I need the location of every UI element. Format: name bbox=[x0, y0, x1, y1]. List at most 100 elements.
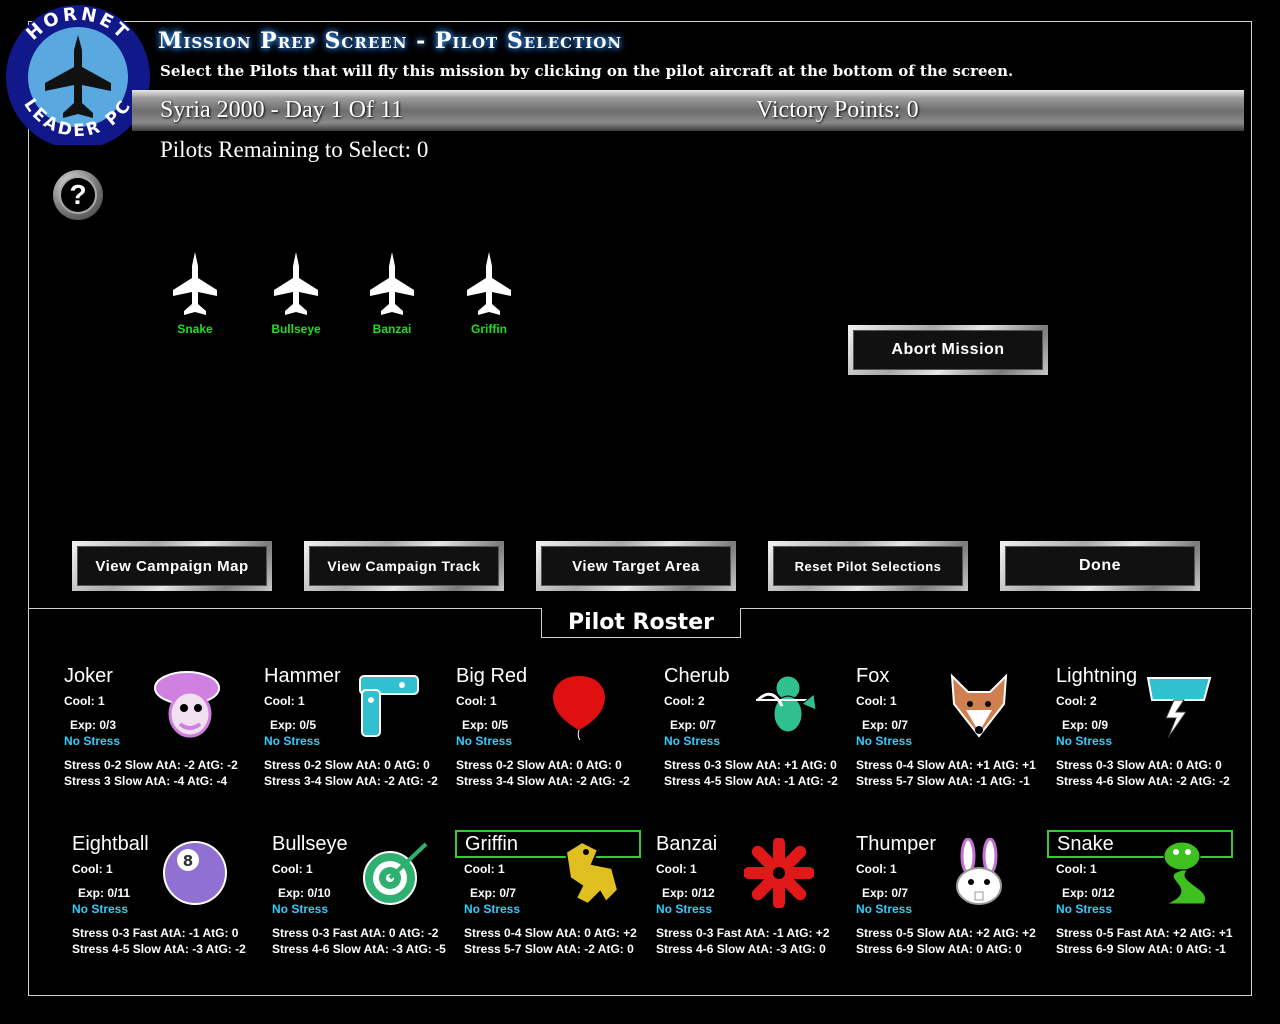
pilot-experience: Exp: 0/9 bbox=[1062, 718, 1109, 732]
selected-pilot-aircraft[interactable]: Snake bbox=[155, 252, 235, 336]
rabbit-icon bbox=[944, 837, 1014, 908]
pilot-cool: Cool: 1 bbox=[856, 694, 897, 708]
pilot-stress-line-2: Stress 5-7 Slow AtA: -2 AtG: 0 bbox=[464, 942, 634, 956]
screen-frame bbox=[28, 21, 1252, 996]
pilot-stress-state: No Stress bbox=[264, 734, 321, 748]
rising-sun-icon bbox=[743, 837, 815, 909]
lightning-icon bbox=[1144, 670, 1214, 740]
pilot-stress-line-1: Stress 0-2 Slow AtA: 0 AtG: 0 bbox=[264, 758, 430, 772]
view-target-area-button[interactable]: View Target Area bbox=[536, 541, 736, 591]
view-campaign-track-button[interactable]: View Campaign Track bbox=[304, 541, 504, 591]
reset-pilot-selections-label: Reset Pilot Selections bbox=[773, 546, 963, 586]
pilot-stress-line-1: Stress 0-5 Slow AtA: +2 AtG: +2 bbox=[856, 926, 1036, 940]
pilot-stress-line-2: Stress 3 Slow AtA: -4 AtG: -4 bbox=[64, 774, 228, 788]
pilot-stress-state: No Stress bbox=[1056, 902, 1113, 916]
pilot-stress-line-1: Stress 0-3 Slow AtA: +1 AtG: 0 bbox=[664, 758, 837, 772]
pilot-cool: Cool: 2 bbox=[1056, 694, 1097, 708]
pilot-stress-state: No Stress bbox=[272, 902, 329, 916]
pilot-stress-line-2: Stress 4-5 Slow AtA: -3 AtG: -2 bbox=[72, 942, 246, 956]
pilot-name: Big Red bbox=[456, 665, 528, 687]
pilot-name: Lightning bbox=[1056, 665, 1138, 687]
target-icon bbox=[360, 838, 430, 908]
pilot-stress-line-1: Stress 0-3 Slow AtA: 0 AtG: 0 bbox=[1056, 758, 1222, 772]
fighter-jet-icon bbox=[467, 252, 511, 315]
pilot-stress-state: No Stress bbox=[64, 734, 121, 748]
pilot-stress-line-2: Stress 4-6 Slow AtA: -3 AtG: 0 bbox=[656, 942, 826, 956]
done-button[interactable]: Done bbox=[1000, 541, 1200, 591]
pilot-experience: Exp: 0/10 bbox=[278, 886, 331, 900]
fox-icon bbox=[944, 670, 1014, 740]
pilots-remaining: Pilots Remaining to Select: 0 bbox=[160, 137, 429, 162]
balloon-icon bbox=[544, 670, 614, 741]
joker-icon bbox=[152, 670, 222, 740]
help-button[interactable]: ? bbox=[53, 170, 103, 220]
pilot-name: Thumper bbox=[856, 833, 937, 855]
pilot-experience: Exp: 0/7 bbox=[862, 886, 909, 900]
page-title: Mission Prep Screen - Pilot Selection bbox=[158, 28, 623, 54]
pilot-experience: Exp: 0/7 bbox=[670, 718, 717, 732]
selected-pilot-name: Bullseye bbox=[271, 322, 321, 336]
selected-pilot-aircraft[interactable]: Griffin bbox=[449, 252, 529, 336]
campaign-day: Syria 2000 - Day 1 Of 11 bbox=[160, 97, 404, 123]
selected-pilot-name: Banzai bbox=[372, 322, 412, 336]
pilot-stress-line-1: Stress 0-4 Slow AtA: 0 AtG: +2 bbox=[464, 926, 637, 940]
pilot-stress-line-2: Stress 4-6 Slow AtA: -2 AtG: -2 bbox=[1056, 774, 1230, 788]
pilot-experience: Exp: 0/3 bbox=[70, 718, 117, 732]
view-campaign-map-button[interactable]: View Campaign Map bbox=[72, 541, 272, 591]
hammer-icon bbox=[352, 670, 422, 740]
pilot-cool: Cool: 2 bbox=[664, 694, 705, 708]
pilot-cool: Cool: 1 bbox=[1056, 862, 1097, 876]
pilot-cool: Cool: 1 bbox=[456, 694, 497, 708]
view-target-area-label: View Target Area bbox=[541, 546, 731, 586]
pilot-stress-line-2: Stress 4-6 Slow AtA: -3 AtG: -5 bbox=[272, 942, 446, 956]
selected-pilot-aircraft[interactable]: Banzai bbox=[352, 252, 432, 336]
pilot-cool: Cool: 1 bbox=[856, 862, 897, 876]
pilot-experience: Exp: 0/7 bbox=[862, 718, 909, 732]
pilot-stress-line-1: Stress 0-5 Fast AtA: +2 AtG: +1 bbox=[1056, 926, 1233, 940]
pilot-experience: Exp: 0/12 bbox=[1062, 886, 1115, 900]
pilot-stress-line-2: Stress 5-7 Slow AtA: -1 AtG: -1 bbox=[856, 774, 1030, 788]
pilot-cool: Cool: 1 bbox=[656, 862, 697, 876]
question-icon: ? bbox=[59, 176, 97, 214]
abort-mission-label: Abort Mission bbox=[853, 330, 1043, 370]
pilot-stress-state: No Stress bbox=[72, 902, 129, 916]
svg-text:8: 8 bbox=[183, 852, 193, 870]
pilot-name: Eightball bbox=[72, 833, 149, 855]
fighter-jet-icon bbox=[370, 252, 414, 315]
campaign-banner: Syria 2000 - Day 1 Of 11 Victory Points:… bbox=[132, 90, 1244, 131]
pilot-stress-line-2: Stress 6-9 Slow AtA: 0 AtG: -1 bbox=[1056, 942, 1226, 956]
pilot-name: Banzai bbox=[656, 833, 718, 855]
view-campaign-map-label: View Campaign Map bbox=[77, 546, 267, 586]
pilot-experience: Exp: 0/5 bbox=[270, 718, 317, 732]
pilot-stress-line-1: Stress 0-4 Slow AtA: +1 AtG: +1 bbox=[856, 758, 1036, 772]
snake-icon bbox=[1144, 838, 1214, 908]
cherub-icon bbox=[752, 670, 822, 740]
victory-points: Victory Points: 0 bbox=[756, 97, 919, 123]
instructions: Select the Pilots that will fly this mis… bbox=[160, 62, 1014, 80]
pilot-name: Bullseye bbox=[272, 833, 348, 855]
pilot-cool: Cool: 1 bbox=[272, 862, 313, 876]
selected-pilot-name: Griffin bbox=[471, 322, 507, 336]
selected-pilot-aircraft[interactable]: Bullseye bbox=[256, 252, 336, 336]
pilot-roster-title: Pilot Roster bbox=[541, 608, 741, 638]
pilot-name: Snake bbox=[1047, 830, 1233, 858]
pilot-stress-state: No Stress bbox=[856, 734, 913, 748]
pilot-cool: Cool: 1 bbox=[464, 862, 505, 876]
reset-pilot-selections-button[interactable]: Reset Pilot Selections bbox=[768, 541, 968, 591]
pilot-experience: Exp: 0/5 bbox=[462, 718, 509, 732]
pilot-stress-state: No Stress bbox=[1056, 734, 1113, 748]
abort-mission-button[interactable]: Abort Mission bbox=[848, 325, 1048, 375]
pilot-name: Joker bbox=[64, 665, 113, 687]
